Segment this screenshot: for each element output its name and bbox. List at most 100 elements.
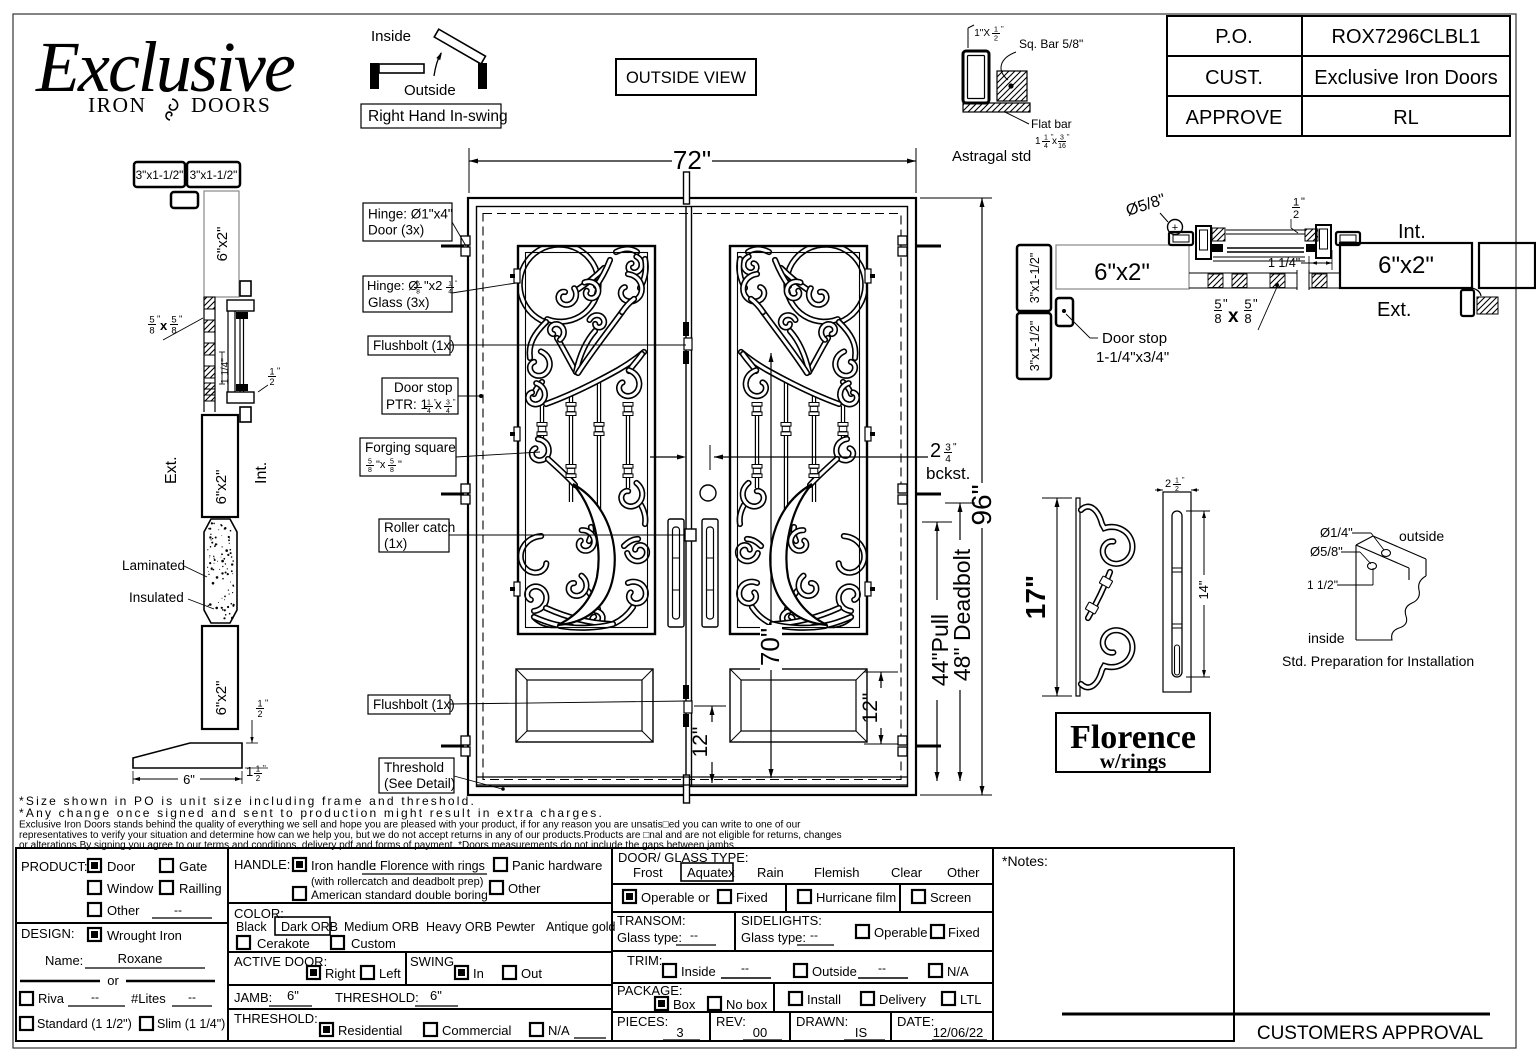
svg-text:Fixed: Fixed [736, 890, 768, 905]
svg-text:Out: Out [521, 966, 542, 981]
svg-text:Slim (1 1/4"): Slim (1 1/4") [157, 1017, 225, 1031]
svg-text:Standard (1 1/2"): Standard (1 1/2") [37, 1017, 132, 1031]
svg-text:5: 5 [149, 315, 154, 326]
svg-text:8: 8 [149, 326, 154, 337]
svg-text:w/rings: w/rings [1100, 749, 1167, 773]
svg-text:Astragal std: Astragal std [952, 148, 1031, 165]
svg-text:Int.: Int. [1398, 221, 1426, 243]
svg-text:IS: IS [855, 1025, 868, 1040]
svg-text:Insulated: Insulated [129, 590, 184, 605]
svg-text:Exclusive Iron Doors stands be: Exclusive Iron Doors stands behind the q… [19, 820, 801, 831]
svg-text:ACTIVE DOOR:: ACTIVE DOOR: [234, 954, 327, 969]
svg-text:Riva: Riva [38, 991, 65, 1006]
svg-text:5: 5 [171, 315, 176, 326]
svg-text:Dark ORB: Dark ORB [281, 920, 338, 934]
svg-text:6"x2": 6"x2" [1094, 259, 1150, 286]
svg-text:6"x2": 6"x2" [1378, 252, 1434, 279]
svg-text:1: 1 [994, 25, 998, 34]
svg-text:Exclusive: Exclusive [35, 27, 295, 107]
svg-text:17": 17" [1020, 575, 1051, 619]
svg-text:Other: Other [508, 881, 541, 896]
svg-text:72": 72" [673, 145, 711, 175]
svg-text:Operable or: Operable or [641, 890, 710, 905]
svg-text:PTR: 1: PTR: 1 [386, 397, 428, 412]
svg-text:Hurricane film: Hurricane film [816, 890, 896, 905]
svg-text:N/A: N/A [548, 1023, 570, 1038]
svg-text:Fixed: Fixed [948, 925, 980, 940]
svg-text:Glass (3x): Glass (3x) [368, 295, 430, 310]
svg-text:Pewter: Pewter [496, 920, 535, 934]
svg-text:Other: Other [947, 865, 980, 880]
svg-text:PRODUCT:: PRODUCT: [21, 859, 87, 874]
svg-text:--: -- [810, 928, 818, 942]
svg-text:": " [1001, 24, 1004, 33]
svg-text:Florence: Florence [1070, 719, 1196, 756]
svg-text:6": 6" [183, 772, 195, 787]
svg-text:3"x1-1/2": 3"x1-1/2" [1028, 321, 1042, 372]
svg-text:--: -- [188, 990, 196, 1004]
svg-text:Name:: Name: [45, 953, 83, 968]
svg-text:x: x [435, 397, 442, 412]
svg-text:Railling: Railling [179, 881, 222, 896]
svg-text:Screen: Screen [930, 890, 971, 905]
svg-text:or: or [107, 973, 119, 988]
svg-text:IRON: IRON [88, 93, 147, 117]
svg-text:4: 4 [945, 454, 951, 465]
svg-text:Install: Install [807, 992, 841, 1007]
svg-text:": " [265, 698, 268, 708]
svg-text:48" Deadbolt: 48" Deadbolt [949, 548, 975, 681]
svg-text:Right Hand In-swing: Right Hand In-swing [368, 108, 508, 125]
svg-text:--: -- [741, 961, 749, 975]
svg-text:5: 5 [416, 281, 420, 288]
svg-text:1: 1 [257, 699, 262, 709]
svg-text:5: 5 [1214, 297, 1221, 312]
svg-text:Ø5/8": Ø5/8" [1310, 544, 1343, 559]
svg-text:": " [455, 280, 458, 287]
svg-text:TRIM:: TRIM: [627, 953, 662, 968]
svg-text:Iron handle: Iron handle [311, 858, 376, 873]
svg-text:Delivery: Delivery [879, 992, 926, 1007]
svg-text:3"x1-1/2": 3"x1-1/2" [1028, 253, 1042, 304]
svg-text:3: 3 [446, 400, 450, 407]
svg-text:"x2: "x2 [424, 278, 442, 293]
svg-text:(See Detail): (See Detail) [384, 776, 455, 791]
svg-text:2: 2 [256, 774, 261, 783]
svg-text:5: 5 [1244, 297, 1251, 312]
svg-text:": " [1067, 134, 1070, 141]
svg-text:5: 5 [390, 459, 394, 466]
svg-text:x: x [1228, 306, 1239, 327]
svg-text:2: 2 [1293, 209, 1299, 221]
svg-text:Ø5/8": Ø5/8" [1124, 191, 1168, 220]
svg-text:1: 1 [246, 764, 253, 779]
svg-text:No box: No box [726, 997, 768, 1012]
svg-text:*Notes:: *Notes: [1002, 853, 1048, 869]
svg-text:Medium ORB: Medium ORB [344, 920, 419, 934]
svg-text:": " [1253, 296, 1258, 311]
svg-text:": " [1182, 477, 1185, 484]
svg-text:+: + [1172, 222, 1178, 234]
svg-text:3"x1-1/2": 3"x1-1/2" [136, 168, 184, 182]
svg-text:": " [1051, 134, 1054, 141]
svg-text:Hinge: Ø: Hinge: Ø [367, 278, 418, 293]
svg-text:#Lites: #Lites [131, 991, 166, 1006]
svg-text:(1x): (1x) [384, 536, 407, 551]
svg-text:Exclusive Iron Doors: Exclusive Iron Doors [1314, 67, 1497, 89]
svg-text:Door stop: Door stop [1102, 330, 1167, 347]
svg-text:12": 12" [689, 727, 712, 758]
svg-text:": " [1301, 196, 1305, 208]
svg-text:8: 8 [368, 467, 372, 474]
svg-text:PIECES:: PIECES: [617, 1014, 668, 1029]
svg-text:: Florence with rings: : Florence with rings [373, 859, 485, 873]
svg-text:outside: outside [1399, 528, 1444, 544]
svg-text:2: 2 [1175, 486, 1179, 493]
svg-text:In: In [473, 966, 484, 981]
svg-text:THRESHOLD:: THRESHOLD: [335, 990, 419, 1005]
svg-text:3: 3 [945, 443, 951, 454]
svg-text:Box: Box [673, 997, 696, 1012]
svg-text:LTL: LTL [960, 992, 981, 1007]
svg-text:--: -- [690, 928, 698, 942]
svg-text:8: 8 [1244, 311, 1251, 326]
svg-text:1-1/4"x3/4": 1-1/4"x3/4" [1096, 349, 1169, 366]
svg-text:Rain: Rain [757, 865, 784, 880]
svg-text:Operable: Operable [874, 925, 927, 940]
